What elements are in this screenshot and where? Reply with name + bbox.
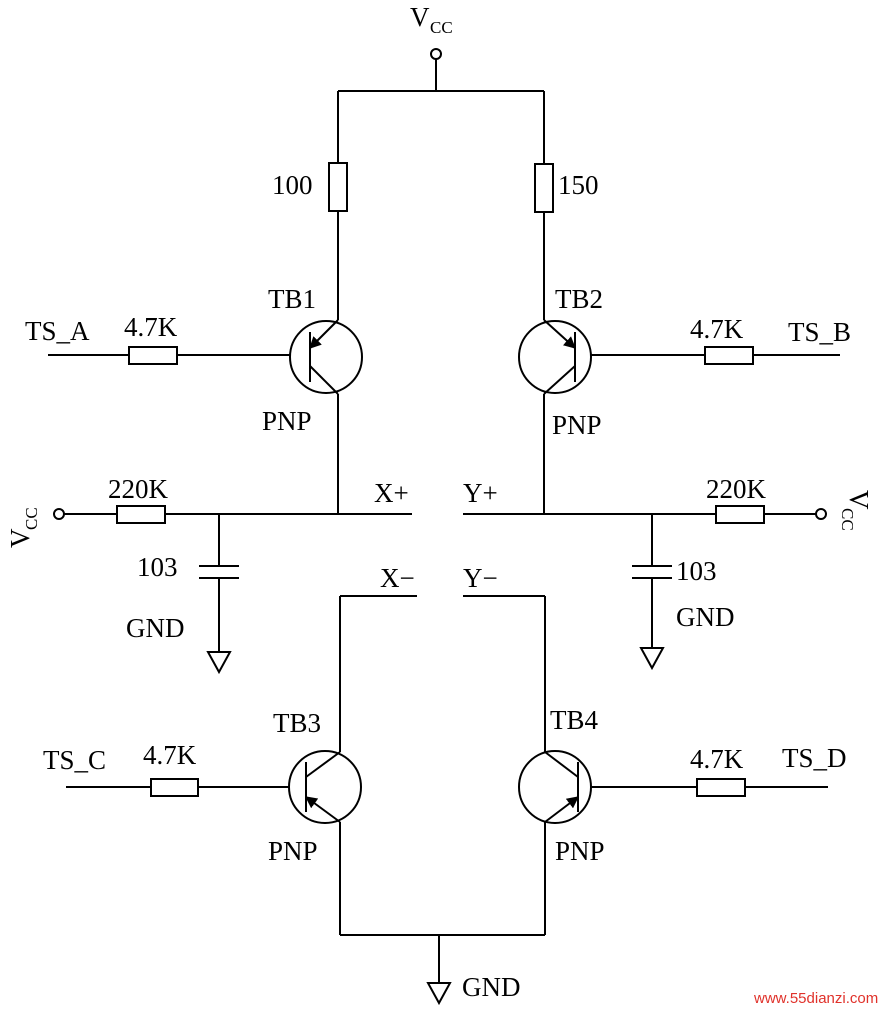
vcc-left-label-group: V CC [5,507,41,548]
branch-tb3: TB3 PNP TS_C 4.7K [43,595,417,935]
branch-tb1: 100 TB1 PNP TS_A 4.7K [25,91,363,514]
transistor-tb3 [288,750,362,824]
y-plus-label: Y+ [463,478,498,508]
x-plus-label: X+ [374,478,409,508]
ground-right-label: GND [676,602,735,632]
vcc-right-sub: CC [838,508,857,531]
resistor-4k7-b-label: 4.7K [690,314,744,344]
vcc-left-sub: CC [22,507,41,530]
branch-tb4: TB4 PNP 4.7K TS_D [463,595,847,935]
transistor-tb2 [518,319,592,395]
y-plus-node: V CC 220K Y+ 103 GND [463,474,874,671]
ground-bottom-icon [426,982,452,1006]
tb2-type-label: PNP [552,410,602,440]
vcc-right-label: V [844,490,874,510]
resistor-4k7-b [704,346,754,365]
tb1-type-label: PNP [262,406,312,436]
transistor-tb4 [518,750,592,824]
vcc-right-label-group: V CC [838,490,874,531]
resistor-100 [328,162,348,212]
ground-bottom-label: GND [462,972,521,1002]
ground-left-label: GND [126,613,185,643]
resistor-4k7-c [150,778,199,797]
ts-a-label: TS_A [25,316,90,346]
ts-c-label: TS_C [43,745,106,775]
vcc-top-terminal: V CC [338,2,544,92]
resistor-220k-left [116,505,166,524]
vcc-right-terminal [815,508,827,520]
tb1-label: TB1 [268,284,316,314]
ts-b-label: TS_B [788,317,851,347]
vcc-left-label: V [5,528,35,548]
watermark: www.55dianzi.com [753,990,878,1007]
ground-left-icon [206,651,232,675]
vcc-top-label: V [410,2,430,32]
resistor-4k7-a [128,346,178,365]
vcc-left-terminal [53,508,65,520]
resistor-100-label: 100 [272,170,313,200]
capacitor-right-label: 103 [676,556,717,586]
branch-tb2: 150 TB2 PNP 4.7K TS_B [518,91,851,514]
resistor-220k-left-label: 220K [108,474,169,504]
x-plus-node: V CC 220K X+ 103 GND [5,474,412,675]
vcc-top-sub: CC [430,18,453,37]
resistor-4k7-d-label: 4.7K [690,744,744,774]
ts-d-label: TS_D [782,743,847,773]
ground-bottom: GND [340,934,545,1006]
tb4-type-label: PNP [555,836,605,866]
resistor-220k-right-label: 220K [706,474,767,504]
tb3-label: TB3 [273,708,321,738]
resistor-4k7-a-label: 4.7K [124,312,178,342]
resistor-4k7-c-label: 4.7K [143,740,197,770]
x-minus-label: X− [380,563,415,593]
resistor-4k7-d [696,778,746,797]
resistor-150-label: 150 [558,170,599,200]
resistor-220k-right [715,505,765,524]
capacitor-left-label: 103 [137,552,178,582]
y-minus-label: Y− [463,563,498,593]
ground-right-icon [639,647,665,671]
tb3-type-label: PNP [268,836,318,866]
tb2-label: TB2 [555,284,603,314]
resistor-150 [534,163,554,213]
transistor-tb1 [289,319,363,395]
tb4-label: TB4 [550,705,599,735]
